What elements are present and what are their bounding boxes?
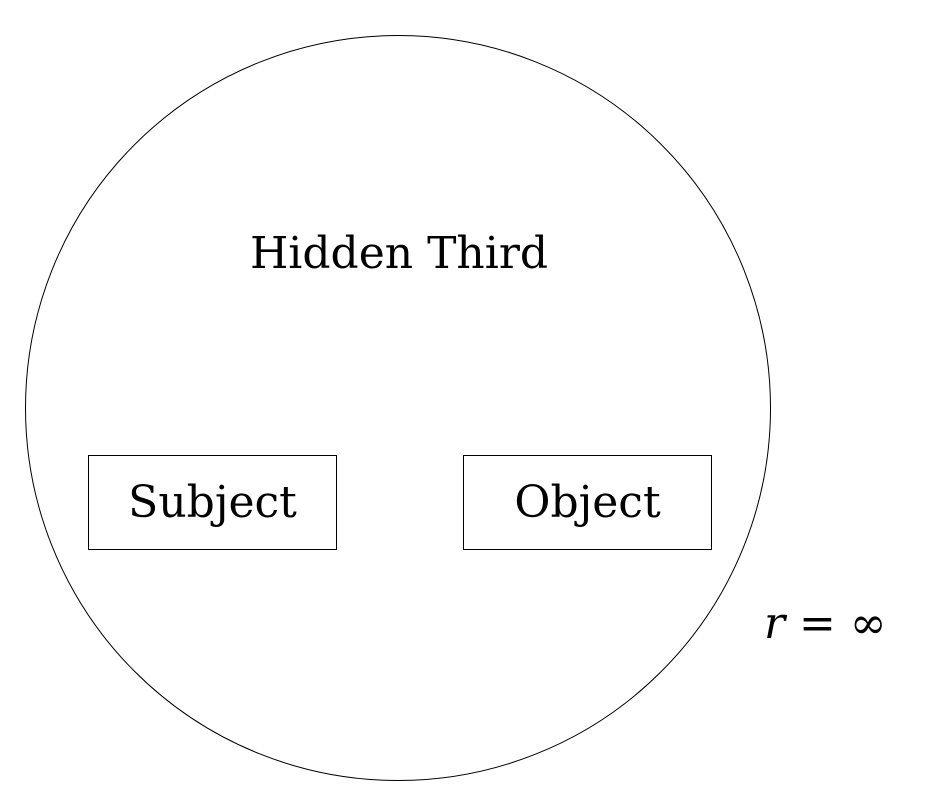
object-box: Object xyxy=(463,455,712,550)
radius-variable: r xyxy=(764,598,786,649)
subject-label: Subject xyxy=(128,477,297,528)
radius-label: r = ∞ xyxy=(764,596,914,652)
subject-box: Subject xyxy=(88,455,337,550)
radius-operator: = xyxy=(785,598,850,649)
object-label: Object xyxy=(514,477,661,528)
diagram-title: Hidden Third xyxy=(249,228,549,279)
enclosing-circle xyxy=(25,35,771,781)
radius-value: ∞ xyxy=(849,598,887,649)
